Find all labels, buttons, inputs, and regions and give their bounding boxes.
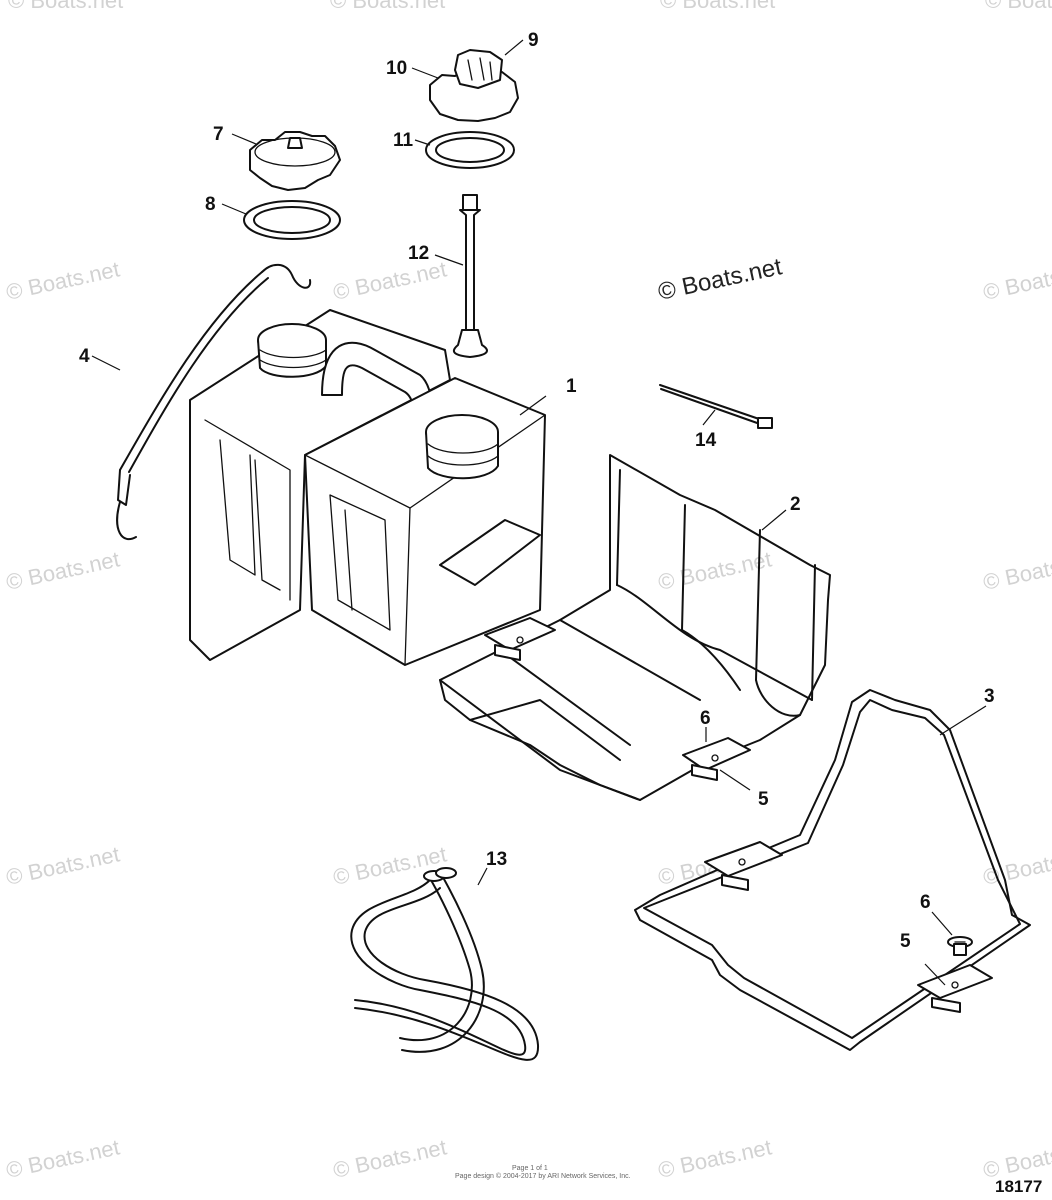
oil-tank-part (189, 309, 546, 666)
watermark-text: © Boats.net (330, 0, 445, 13)
callout-6: 6 (920, 892, 931, 913)
watermark-text: © Boats.net (8, 0, 123, 13)
watermark-text: © Boats.net (331, 841, 449, 889)
callout-13: 13 (486, 849, 507, 870)
leader-lines (91, 39, 987, 986)
gasket-part (425, 131, 515, 169)
cap-part (249, 131, 341, 191)
callout-8: 8 (205, 194, 216, 215)
tank-tray-part (439, 454, 831, 801)
callout-2: 2 (790, 494, 801, 515)
callout-1: 1 (566, 376, 577, 397)
callout-11: 11 (393, 130, 414, 151)
gasket-part (243, 200, 341, 240)
callout-4: 4 (79, 346, 90, 367)
callout-14: 14 (695, 430, 717, 451)
watermark-text: © Boats.net (4, 1134, 122, 1182)
watermark-text: © Boats.net (656, 546, 774, 594)
callout-7: 7 (213, 124, 224, 145)
callout-10: 10 (386, 58, 407, 79)
hose-part (350, 867, 540, 1061)
watermark-text: © Boats.net (985, 0, 1052, 13)
watermark-text: © Boats.net (660, 0, 775, 13)
cable-tie-part (659, 384, 773, 429)
watermark-text: © Boats.net (4, 256, 122, 304)
gauge-cap-part (429, 49, 519, 122)
screw-part (947, 936, 973, 956)
footer-page-text: Page 1 of 1 (512, 1165, 548, 1172)
watermark-text: © Boats.net (4, 546, 122, 594)
footer-copyright-text: Page design © 2004-2017 by ARI Network S… (455, 1172, 631, 1180)
callout-12: 12 (408, 243, 429, 264)
strap-part (116, 263, 312, 540)
watermark-text: © Boats.net (4, 841, 122, 889)
watermark-text: © Boats.net (331, 1134, 449, 1182)
watermark-text: © Boats.net (981, 841, 1052, 889)
watermark-text: © Boats.net (981, 546, 1052, 594)
watermark-text: © Boats.net (981, 256, 1052, 304)
callout-5: 5 (900, 931, 911, 952)
drawing-number: 18177 (995, 1177, 1042, 1196)
watermark-text: © Boats.net (331, 256, 449, 304)
callout-9: 9 (528, 30, 539, 51)
wire-frame-part (634, 689, 1031, 1051)
copyright-text: © Boats.net (656, 253, 785, 306)
callout-5: 5 (758, 789, 769, 810)
watermark-text: © Boats.net (656, 1134, 774, 1182)
watermark-text: © Boats.net (981, 1134, 1052, 1182)
callout-labels: 1 2 3 4 5 5 6 6 7 8 9 10 11 12 13 14 (79, 30, 995, 952)
callout-6: 6 (700, 708, 711, 729)
dip-tube-part (452, 194, 488, 358)
callout-3: 3 (984, 686, 995, 707)
